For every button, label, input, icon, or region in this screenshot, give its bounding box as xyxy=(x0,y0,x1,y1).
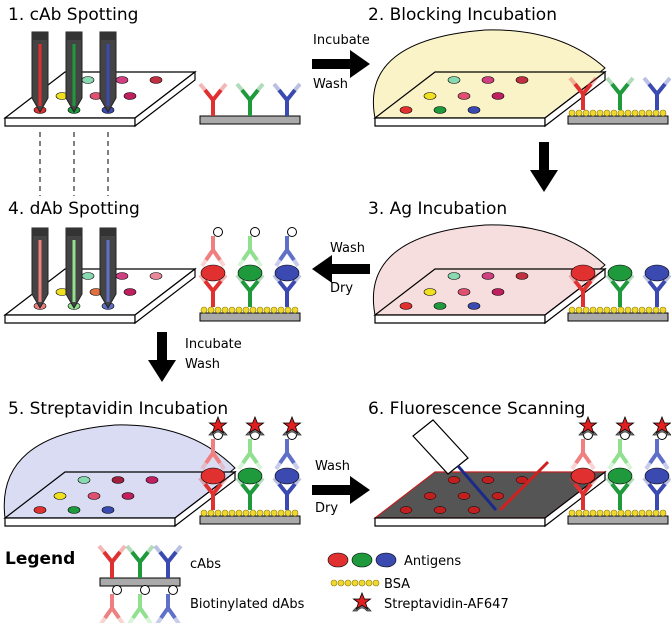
step1-title: 1. cAb Spotting xyxy=(8,5,138,25)
step1-pins xyxy=(31,31,117,113)
arrow34-label-2: Dry xyxy=(330,281,353,296)
legend-bsa-label: BSA xyxy=(384,577,410,592)
arrow56-label-1: Wash xyxy=(315,459,350,474)
step1-side-view xyxy=(198,82,302,125)
step4-title: 4. dAb Spotting xyxy=(8,199,140,219)
arrow-4-to-5 xyxy=(148,332,176,382)
legend-dabs-label: Biotinylated dAbs xyxy=(190,597,305,612)
arrow-3-to-4 xyxy=(312,255,370,283)
step5-side-view xyxy=(198,416,302,525)
legend-antigens-label: Antigens xyxy=(404,554,461,569)
step2-side-view xyxy=(567,76,671,125)
legend-antigens-icon xyxy=(327,552,397,568)
step6-title: 6. Fluorescence Scanning xyxy=(368,399,585,419)
arrow12-label-2: Wash xyxy=(313,77,348,92)
step5-slide xyxy=(3,424,237,528)
step4-slide xyxy=(3,267,197,325)
step5-title: 5. Streptavidin Incubation xyxy=(8,399,228,419)
legend-bsa-icon xyxy=(330,579,380,587)
legend-dabs-icon xyxy=(99,583,181,623)
step3-side-view xyxy=(567,264,671,322)
legend-cabs-label: cAbs xyxy=(190,557,221,572)
step4-side-view xyxy=(198,225,302,322)
step2-title: 2. Blocking Incubation xyxy=(368,5,557,25)
guide-lines xyxy=(39,132,109,196)
arrow45-label-1: Incubate xyxy=(185,337,242,352)
legend-strep-icon xyxy=(352,592,372,612)
arrow45-label-2: Wash xyxy=(185,357,220,372)
legend-strep-label: Streptavidin-AF647 xyxy=(384,597,509,612)
arrow56-label-2: Dry xyxy=(315,501,338,516)
arrow-5-to-6 xyxy=(312,476,370,504)
arrow-2-to-3 xyxy=(530,142,558,192)
legend-cabs-icon xyxy=(97,544,183,587)
scanner xyxy=(412,419,550,512)
step6-side-view xyxy=(567,416,671,525)
arrow34-label-1: Wash xyxy=(330,241,365,256)
arrow-1-to-2 xyxy=(312,50,370,78)
arrow12-label-1: Incubate xyxy=(313,33,370,48)
step3-slide xyxy=(373,224,607,325)
step4-pins xyxy=(31,227,117,309)
legend-title: Legend xyxy=(5,549,75,569)
step3-title: 3. Ag Incubation xyxy=(368,199,507,219)
step2-slide xyxy=(373,29,607,128)
